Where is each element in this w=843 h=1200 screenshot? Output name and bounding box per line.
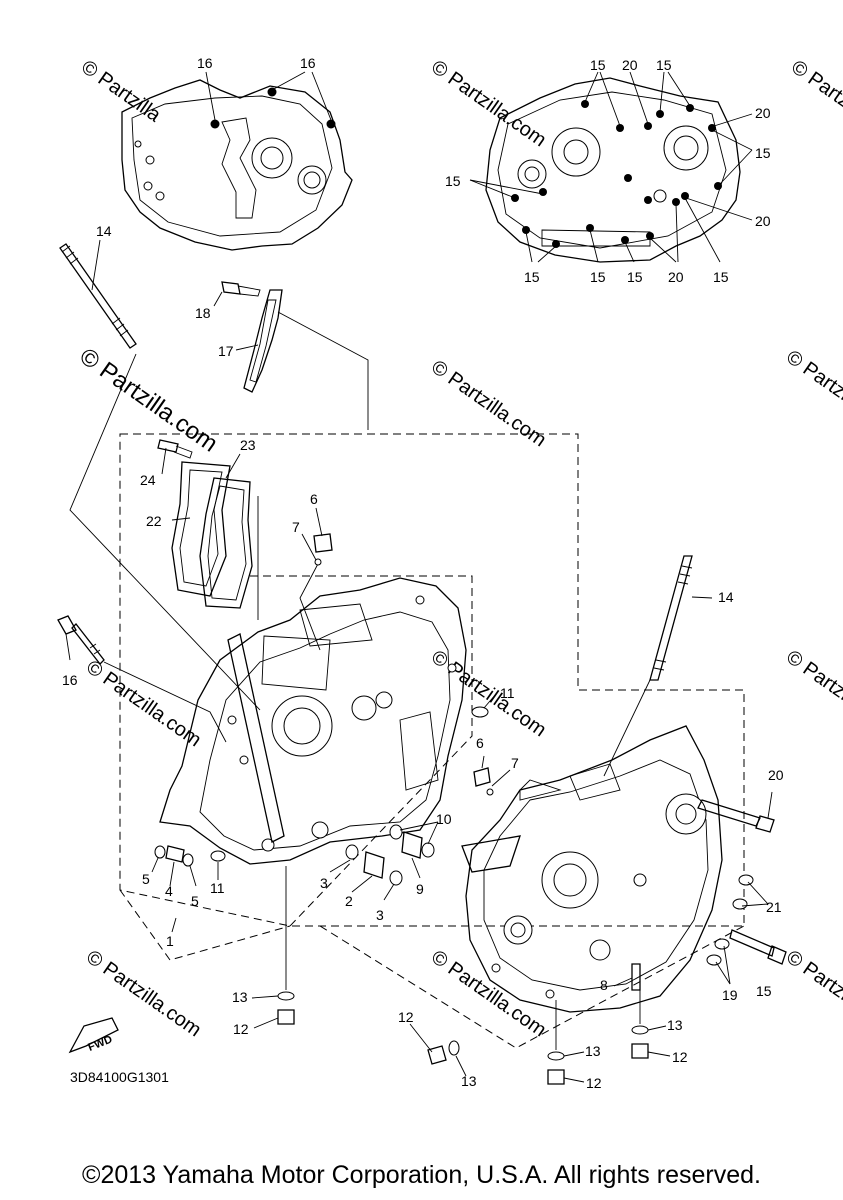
top-right-case-silhouette	[469, 71, 753, 263]
callout-15: 15	[756, 983, 772, 999]
callout-15: 15	[590, 57, 606, 73]
right-crankcase-half	[461, 725, 723, 1013]
callout-11: 11	[210, 880, 225, 896]
callout-21: 21	[766, 899, 782, 915]
callout-6: 6	[310, 491, 318, 507]
callout-15: 15	[524, 269, 540, 285]
callout-9: 9	[416, 881, 424, 897]
watermark: © Partzilla.com	[82, 946, 205, 1041]
callout-20: 20	[668, 269, 684, 285]
callout-16: 16	[300, 55, 316, 71]
callout-13: 13	[232, 989, 248, 1005]
small-parts	[154, 533, 787, 991]
watermark-layer: © Partzilla © Partzilla.com © Partzilla …	[75, 56, 843, 1041]
callout-14: 14	[96, 223, 112, 239]
callout-7: 7	[511, 755, 519, 771]
callout-13: 13	[585, 1043, 601, 1059]
callout-22: 22	[146, 513, 162, 529]
callout-15: 15	[627, 269, 643, 285]
callout-5: 5	[142, 871, 150, 887]
callout-5: 5	[191, 893, 199, 909]
watermark: © Partzilla.com	[82, 656, 205, 751]
plate-and-bolt	[213, 281, 283, 393]
assembly-outlines	[69, 311, 745, 1049]
callout-12: 12	[586, 1075, 602, 1091]
diagram-code: 3D84100G1301	[70, 1069, 169, 1085]
drain-bolts	[277, 866, 649, 1085]
callout-12: 12	[398, 1009, 414, 1025]
callout-18: 18	[195, 305, 211, 321]
watermark: © Partzilla	[787, 56, 843, 127]
watermark: © Partzilla	[782, 946, 843, 1017]
callout-15: 15	[656, 57, 672, 73]
fwd-arrow-icon: FWD	[68, 1017, 119, 1054]
callout-6: 6	[476, 735, 484, 751]
watermark: © Partzilla	[77, 56, 165, 127]
callout-17: 17	[218, 343, 234, 359]
callout-3: 3	[376, 907, 384, 923]
callout-10: 10	[436, 811, 452, 827]
callout-4: 4	[165, 883, 173, 899]
callout-12: 12	[672, 1049, 688, 1065]
callout-23: 23	[240, 437, 256, 453]
fwd-label: FWD	[86, 1033, 114, 1054]
callout-13: 13	[461, 1073, 477, 1089]
stud-bolt	[59, 239, 137, 349]
watermark-prominent: © Partzilla.com	[75, 343, 223, 458]
watermark: © Partzilla.com	[427, 56, 550, 151]
callout-15: 15	[755, 145, 771, 161]
watermark: © Partzilla	[782, 646, 843, 717]
callout-15: 15	[590, 269, 606, 285]
leader-lines	[151, 507, 773, 1083]
copyright-notice: ©2013 Yamaha Motor Corporation, U.S.A. A…	[82, 1161, 761, 1189]
callout-2: 2	[345, 893, 353, 909]
callout-20: 20	[755, 105, 771, 121]
callout-16: 16	[62, 672, 78, 688]
gasket-pair	[157, 439, 253, 609]
left-crankcase-half	[159, 577, 467, 865]
callout-14: 14	[718, 589, 734, 605]
stud-bolt-right	[603, 555, 713, 777]
callout-1: 1	[166, 933, 174, 949]
callout-3: 3	[320, 875, 328, 891]
long-bolt	[57, 615, 227, 743]
callout-8: 8	[600, 977, 608, 993]
watermark: © Partzilla.com	[427, 646, 550, 741]
top-left-case-silhouette	[121, 71, 353, 251]
callout-13: 13	[667, 1017, 683, 1033]
callout-11: 11	[500, 685, 515, 701]
callout-15: 15	[445, 173, 461, 189]
watermark: © Partzilla.com	[427, 946, 550, 1041]
callout-20: 20	[622, 57, 638, 73]
callout-20: 20	[768, 767, 784, 783]
watermark: © Partzilla	[782, 346, 843, 417]
callout-15: 15	[713, 269, 729, 285]
callout-7: 7	[292, 519, 300, 535]
watermark: © Partzilla.com	[427, 356, 550, 451]
callout-24: 24	[140, 472, 156, 488]
callout-labels: 16 16 15 20 15 20 15 15 20 15 15 15 20 1…	[62, 55, 784, 1091]
callout-12: 12	[233, 1021, 249, 1037]
callout-20: 20	[755, 213, 771, 229]
callout-16: 16	[197, 55, 213, 71]
callout-19: 19	[722, 987, 738, 1003]
